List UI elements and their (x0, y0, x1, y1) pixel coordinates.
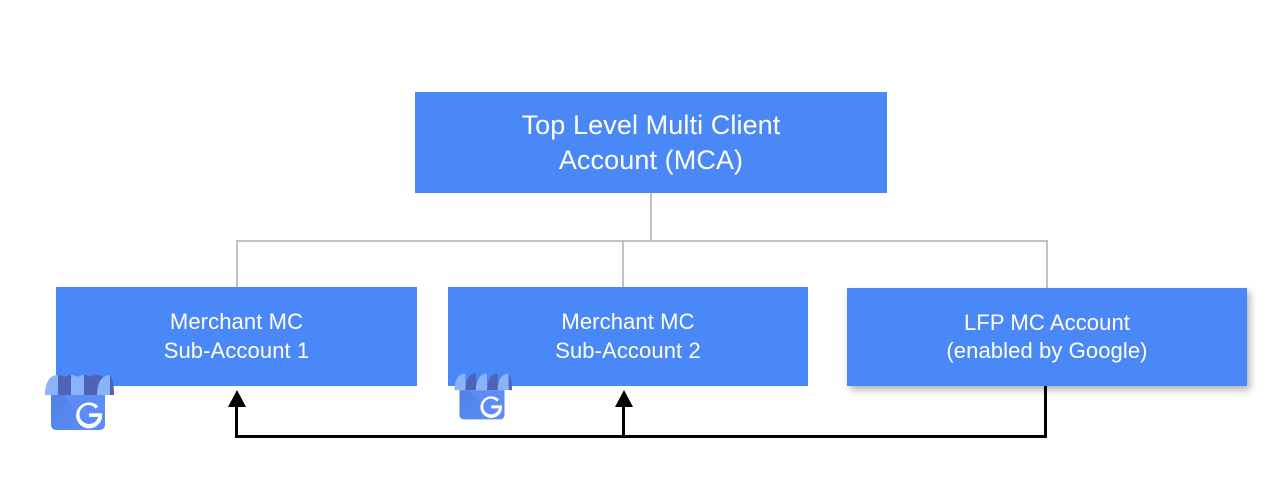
feedback-arrow-segment-horizontal (235, 435, 1047, 438)
feedback-arrowhead-sub1 (228, 390, 246, 407)
google-g-glyph (480, 396, 503, 418)
node-top-level-mca[interactable]: Top Level Multi Client Account (MCA) (415, 92, 887, 193)
connector-top-stem (650, 193, 652, 242)
connector-drop-lfp (1046, 240, 1048, 289)
google-business-profile-icon (454, 373, 512, 420)
node-lfp-mc-account-label: LFP MC Account (enabled by Google) (946, 309, 1148, 363)
node-top-level-mca-label: Top Level Multi Client Account (MCA) (521, 109, 781, 175)
node-merchant-mc-sub-account-2-label: Merchant MC Sub-Account 2 (555, 309, 701, 363)
google-g-glyph (76, 402, 103, 429)
feedback-arrow-segment-up-sub1 (235, 400, 238, 436)
node-merchant-mc-sub-account-1[interactable]: Merchant MC Sub-Account 1 (56, 287, 417, 386)
connector-drop-sub1 (236, 240, 238, 288)
node-lfp-mc-account[interactable]: LFP MC Account (enabled by Google) (847, 288, 1247, 386)
feedback-arrow-segment-up-sub2 (622, 400, 625, 436)
google-business-profile-icon (45, 375, 114, 430)
connector-horizontal-bar (236, 240, 1048, 242)
connector-drop-sub2 (622, 240, 624, 288)
feedback-arrow-segment-down (1044, 386, 1047, 438)
node-merchant-mc-sub-account-1-label: Merchant MC Sub-Account 1 (163, 309, 310, 363)
node-merchant-mc-sub-account-2[interactable]: Merchant MC Sub-Account 2 (448, 287, 808, 386)
feedback-arrowhead-sub2 (615, 390, 633, 407)
